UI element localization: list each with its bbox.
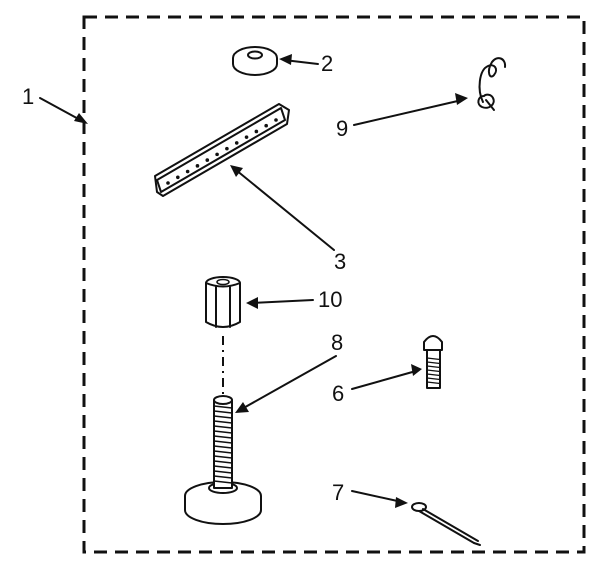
strap-hole	[185, 169, 190, 174]
strap-hole	[254, 129, 259, 134]
clip-part	[477, 57, 507, 111]
thread-line	[213, 465, 233, 469]
stud-threads	[213, 405, 233, 484]
thread-line	[213, 475, 233, 479]
strap-holes	[166, 118, 278, 185]
callout-9-label: 9	[336, 116, 348, 141]
callout-9-arrowhead	[455, 93, 468, 105]
callout-7-label: 7	[332, 480, 344, 505]
thread-line	[213, 430, 233, 434]
bolt-threads	[426, 357, 441, 385]
strap-hole	[205, 158, 210, 162]
callout-3-arrowhead	[230, 165, 243, 177]
callout-6-arrowhead	[411, 364, 422, 376]
callout-10-leader	[251, 299, 314, 304]
thread-line	[426, 369, 441, 373]
thread-line	[213, 415, 233, 419]
callout-8-arrowhead	[235, 402, 249, 413]
thread-line	[426, 377, 441, 381]
thread-line	[426, 361, 441, 365]
callout-7-leader	[351, 490, 403, 503]
thread-line	[213, 470, 233, 474]
bolt-part	[423, 335, 443, 389]
callout-10-arrowhead	[246, 297, 258, 309]
thread-line	[213, 440, 233, 444]
thread-line	[213, 445, 233, 449]
callout-2-label: 2	[321, 51, 333, 76]
strap-hole	[234, 141, 239, 145]
strap-hole	[195, 164, 200, 168]
leveling-leg-part	[184, 395, 262, 525]
callout-1-label: 1	[22, 84, 34, 109]
strap-hole	[274, 118, 278, 122]
strap-hole	[166, 181, 170, 185]
thread-line	[426, 373, 441, 377]
kit-boundary-dashed	[82, 15, 586, 554]
coupling-nut-part	[205, 276, 241, 328]
callout-6-leader	[351, 370, 417, 390]
thread-line	[426, 357, 441, 361]
thread-line	[213, 420, 233, 424]
thread-line	[213, 450, 233, 454]
strap-hole	[244, 135, 249, 139]
thread-line	[213, 435, 233, 439]
strap-hole	[176, 175, 180, 180]
thread-line	[213, 405, 233, 409]
callout-2-arrowhead	[279, 54, 292, 65]
callout-8-label: 8	[331, 330, 343, 355]
callout-1-arrowhead	[74, 113, 88, 124]
callout-10-label: 10	[318, 287, 342, 312]
callout-9-leader	[353, 99, 463, 126]
thread-line	[213, 455, 233, 459]
callout-7-arrowhead	[395, 497, 408, 508]
strap-hole	[264, 123, 268, 128]
strap-hole	[215, 152, 219, 157]
thread-line	[213, 460, 233, 464]
callout-6-label: 6	[332, 381, 344, 406]
thread-line	[426, 381, 441, 385]
washer-part	[232, 46, 278, 76]
thread-line	[213, 410, 233, 414]
thread-line	[426, 365, 441, 369]
callout-3-label: 3	[334, 249, 346, 274]
callout-8-leader	[239, 355, 337, 411]
perforated-strap-part	[154, 103, 290, 197]
callout-3-leader	[235, 169, 335, 251]
cotter-pin-part	[411, 502, 481, 546]
thread-line	[213, 425, 233, 429]
thread-line	[213, 480, 233, 484]
strap-hole	[225, 146, 229, 151]
